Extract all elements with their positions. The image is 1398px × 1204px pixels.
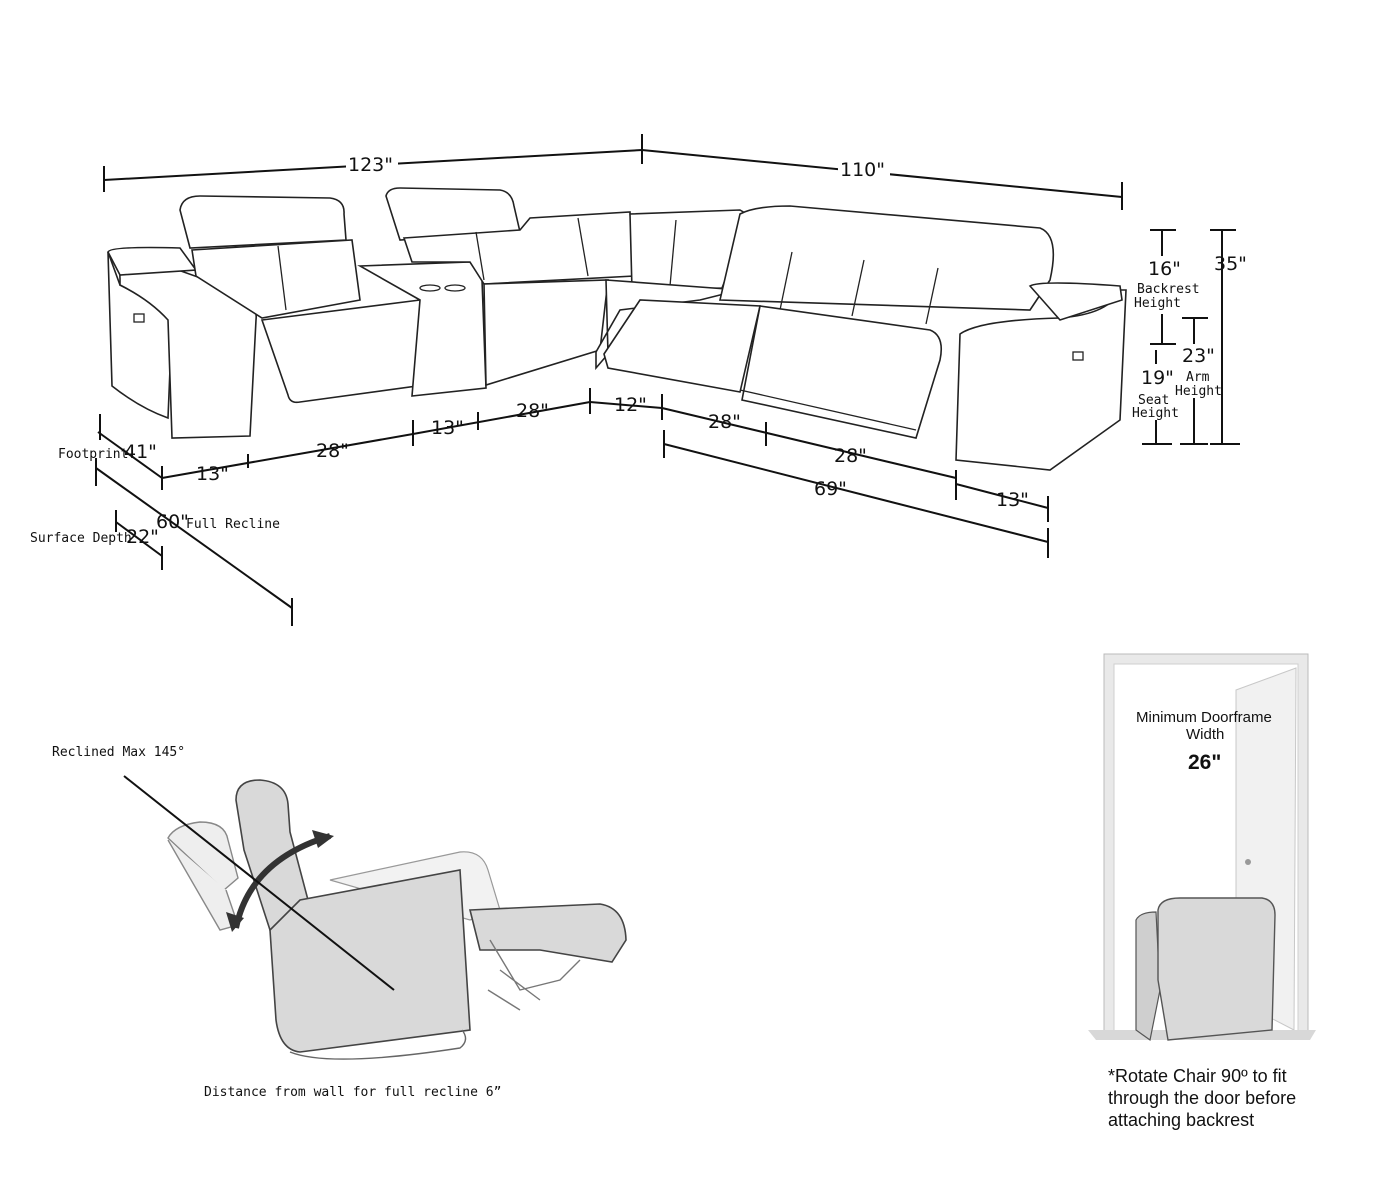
right-seat-1-width: 28" — [708, 411, 741, 433]
middle-seat-width: 28" — [516, 400, 549, 422]
footprint-label: Footprint — [58, 447, 128, 462]
full-recline-value: 60" — [156, 511, 189, 533]
seat-height-label-1: Seat — [1138, 393, 1169, 408]
door-note-line-1: *Rotate Chair 90º to fit — [1108, 1066, 1287, 1086]
full-recline-label: Full Recline — [186, 517, 280, 532]
backrest-height-value: 16" — [1148, 258, 1181, 280]
right-total-width: 69" — [814, 478, 847, 500]
right-arm-width: 13" — [996, 489, 1029, 511]
seat-height-value: 19" — [1141, 367, 1174, 389]
dimension-labels: 123" 110" 16" Backrest Height 35" 23" Ar… — [30, 152, 1247, 548]
surface-depth-label: Surface Depth — [30, 531, 132, 546]
total-height-value: 35" — [1214, 253, 1247, 275]
doorframe-title-line-1: Minimum Doorframe — [1136, 709, 1272, 726]
footprint-value: 41" — [124, 441, 157, 463]
doorframe-diagram: Minimum Doorframe Width 26" *Rotate Chai… — [1088, 653, 1316, 1130]
backrest-height-label-2: Height — [1134, 296, 1181, 311]
recliner-diagram: Reclined Max 145° Distance from wall for… — [52, 745, 627, 1100]
sectional-sofa-drawing — [107, 187, 1127, 471]
wall-distance-label: Distance from wall for full recline 6” — [204, 1085, 501, 1100]
corner-width: 12" — [614, 394, 647, 416]
doorframe-title-line-2: Width — [1186, 726, 1224, 743]
door-note-line-2: through the door before — [1108, 1088, 1296, 1108]
seat-height-label-2: Height — [1132, 406, 1179, 421]
surface-depth-value: 22" — [126, 526, 159, 548]
arm-height-value: 23" — [1182, 345, 1215, 367]
overall-width-right-label: 110" — [840, 159, 885, 181]
backrest-height-label-1: Backrest — [1137, 282, 1200, 297]
overall-width-left-label: 123" — [348, 154, 393, 176]
door-note-line-3: attaching backrest — [1108, 1110, 1254, 1130]
arm-height-label-2: Height — [1175, 384, 1222, 399]
recline-max-label: Reclined Max 145° — [52, 745, 185, 760]
arm-height-label-1: Arm — [1186, 370, 1210, 385]
console-width: 13" — [431, 417, 464, 439]
left-seat-width: 28" — [316, 440, 349, 462]
doorframe-width-value: 26" — [1188, 751, 1221, 774]
right-seat-2-width: 28" — [834, 445, 867, 467]
left-arm-width: 13" — [196, 463, 229, 485]
